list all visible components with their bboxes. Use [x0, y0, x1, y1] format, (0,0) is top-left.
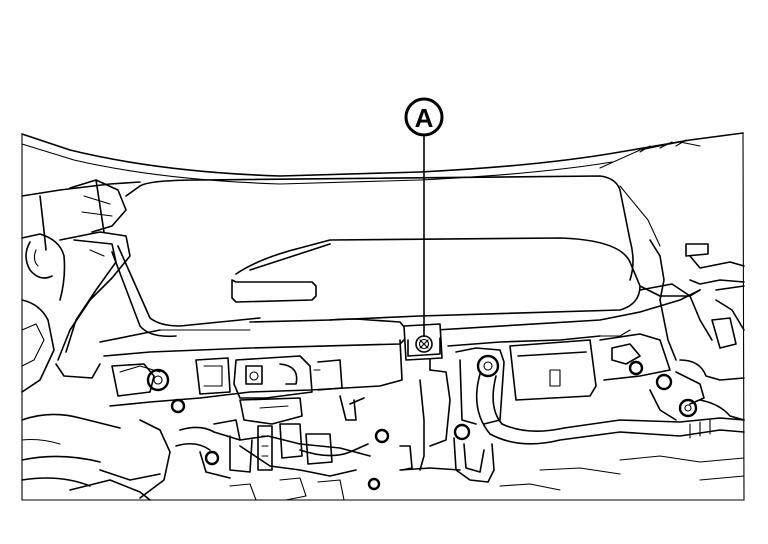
engine-cover: [99, 175, 701, 407]
right-components: [429, 283, 745, 491]
callout-circle: [404, 97, 444, 137]
intake-duct: [55, 179, 131, 379]
callout-label-a: A: [415, 103, 434, 133]
lower-left-bracket: [111, 355, 343, 414]
cover-right-side: [429, 243, 745, 371]
left-fender: [21, 181, 141, 463]
fastener-a: [403, 323, 443, 361]
coolant-hose: [453, 347, 745, 483]
hood-outline: [21, 132, 744, 185]
lower-middle: [21, 379, 461, 501]
bottom-edge: [21, 132, 745, 501]
callout-a: A: [404, 97, 444, 337]
